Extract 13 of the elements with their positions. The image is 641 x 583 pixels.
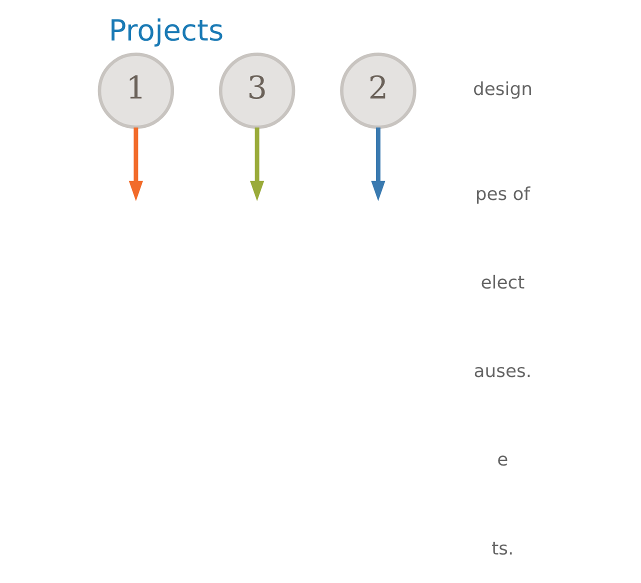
node-circle: 3 [218,52,295,129]
label: e [496,450,508,471]
arrow [249,127,264,202]
label: elect [480,272,524,294]
label: auses. [473,361,532,382]
diagram-title: Projects [108,14,224,48]
node-circle: 2 [340,52,416,129]
arrow [370,127,385,202]
label: design [472,79,532,100]
label: ts. [491,538,514,560]
label: pes of [474,184,530,205]
arrow [128,127,143,202]
node-circle: 1 [97,52,174,129]
